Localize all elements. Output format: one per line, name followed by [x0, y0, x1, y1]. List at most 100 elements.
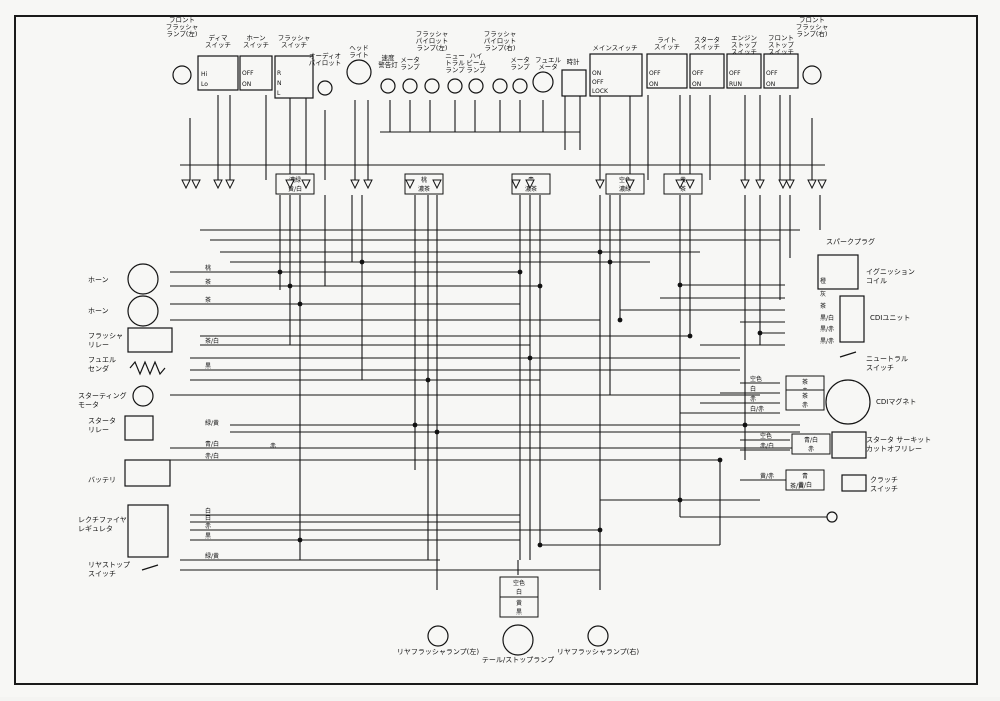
wire-label-left: 黒: [205, 533, 211, 540]
light-switch-table: [646, 53, 688, 89]
starting_motor-label-line: モータ: [78, 400, 99, 409]
front-flasher-right-bulb: [802, 65, 822, 85]
front_stop-switch-position-on: ON: [766, 81, 775, 88]
engine_stop_sw-label-line: エンジン: [731, 34, 757, 42]
wire-label-left: 赤: [270, 443, 276, 450]
connector-label: 赤: [808, 446, 814, 453]
neutral-switch-contact: [839, 351, 857, 358]
connector-label: 青/白: [804, 436, 818, 444]
hi_pilot-label-line: パイロット: [309, 59, 342, 67]
harness-connector-marker: [363, 179, 373, 190]
rear-lamps: [427, 624, 609, 656]
connector-label: 濃茶: [418, 185, 430, 193]
starting_motor-label-line: スターティング: [78, 391, 127, 400]
connector-label: 青: [802, 472, 808, 480]
dimmer-label-line: ディマ: [208, 33, 228, 42]
wire-label-right: 黒/赤: [820, 338, 834, 345]
starter-switch-position-on: ON: [692, 81, 701, 88]
wire-label-right: 空色: [750, 375, 762, 383]
horn_sw-label-line: スイッチ: [243, 41, 269, 49]
connector-label: 濃緑: [289, 176, 301, 184]
ignition-coil-box: [817, 254, 859, 290]
starter_cutoff-label-line: スタータ サーキット: [866, 435, 931, 444]
wire-label-right: 黄/赤: [760, 472, 774, 480]
fuel_meter-label-line: メータ: [538, 62, 558, 71]
harness-connector-marker: [225, 179, 235, 190]
wire-label-left: 赤: [205, 523, 211, 530]
wire-label-left: 桃: [205, 264, 211, 272]
connector-label: 白: [516, 588, 522, 596]
front_stop-switch-position-off: OFF: [766, 70, 778, 77]
wire-label-right: 白: [750, 385, 756, 393]
rear_flasher_l-label: リヤフラッシャランプ(左): [397, 647, 480, 656]
speed_warn-label-line: 速度: [382, 53, 396, 62]
main-switch-table: [589, 53, 643, 97]
connector-label: 茶: [680, 185, 686, 193]
meter_lamp1-label-line: ランプ: [400, 63, 420, 71]
main-switch-position-lock: LOCK: [592, 88, 609, 95]
rectifier-label-line: レギュレタ: [78, 524, 113, 533]
connector-label: 空色: [513, 579, 525, 587]
left-components: [124, 263, 173, 571]
meter_lamp2-label-line: ランプ: [510, 63, 530, 71]
hibeam_lamp-label-line: ハイ: [470, 52, 483, 60]
wire-label-right: 赤/白: [760, 442, 774, 450]
wire-label-right: 黒/白: [820, 314, 834, 322]
ignition_coil-label-line: コイル: [866, 277, 887, 285]
engine_stop_sw-label-line: ストップ: [731, 41, 758, 49]
horn-switch-position-off: OFF: [242, 70, 254, 77]
front_flasher_l-label-line: ランプ(左): [167, 29, 198, 38]
dimmer-switch-table: [197, 55, 239, 91]
connector-label: 茶: [802, 392, 808, 400]
harness-connector-marker: [685, 179, 695, 190]
flasher_pilot_r-label-line: ランプ(右): [485, 43, 516, 52]
flasher_sw-label-line: スイッチ: [281, 41, 307, 49]
wire-color-labels: 桃茶茶茶/白黒緑/黄青/白赤/白赤白白赤黒緑/黄橙灰茶黒/白黒/赤黒/赤空色白赤…: [205, 264, 834, 560]
flasher-relay-box: [127, 327, 173, 353]
harness-connector-marker: [213, 179, 223, 190]
harness-connector-marker: [191, 179, 201, 190]
connector-block: [404, 173, 444, 195]
fuel_sender-label-line: フュエル: [88, 356, 116, 364]
dimmer-switch-position-lo: Lo: [201, 81, 208, 88]
harness-connector-marker: [525, 179, 535, 190]
connector-label: 赤: [802, 402, 808, 409]
rectifier-regulator-box: [127, 504, 169, 558]
engine_stop-switch-position-run: RUN: [729, 81, 742, 88]
connector-block: [663, 173, 703, 195]
right-components: [817, 254, 871, 523]
fuel_meter-label-line: フュエル: [535, 56, 562, 64]
fuel-meter-gauge: [532, 71, 554, 93]
connector-label: 空色: [619, 176, 631, 184]
neutral_lamp-label-line: トラル: [445, 59, 465, 67]
connector-label: 濃緑: [619, 185, 631, 193]
battery-label: バッテリ: [88, 476, 116, 484]
harness-connector-marker: [301, 179, 311, 190]
light-switch-position-on: ON: [649, 81, 658, 88]
clutch_sw-label-line: スイッチ: [870, 485, 898, 493]
cdi_unit-label: CDIユニット: [870, 314, 910, 322]
front-stop-switch-table: [763, 53, 799, 89]
neutral_lamp-label-line: ニュー: [445, 52, 465, 60]
dimmer-label-line: スイッチ: [205, 41, 231, 49]
rear-flasher-right-bulb: [587, 625, 609, 647]
meter-lamp-bulb-2: [512, 78, 528, 94]
harness-connector-marker: [740, 179, 750, 190]
spark_plug-label: スパークプラグ: [826, 237, 875, 246]
starter_sw-label-line: スタータ: [694, 35, 720, 44]
ignition_coil-label-line: イグニッション: [866, 267, 915, 276]
flasher_relay-label-line: リレー: [88, 341, 109, 349]
flasher-switch-table: [274, 55, 314, 99]
starter_cutoff-label-line: カットオフリレー: [866, 445, 922, 453]
wire-label-left: 緑/黄: [205, 552, 219, 560]
connector-block: [785, 389, 825, 411]
flasher_sw-label-line: フラッシャ: [278, 34, 311, 42]
flasher-switch-position-n: N: [277, 80, 282, 87]
wire-label-right: 茶: [820, 302, 826, 310]
engine_stop_sw-label-line: スイッチ: [731, 48, 757, 56]
hibeam_lamp-label-line: ランプ: [466, 66, 486, 74]
flasher_relay-label-line: フラッシャ: [88, 332, 123, 340]
connector-block: [605, 173, 645, 195]
speed_warn-label-line: 警告灯: [378, 60, 398, 69]
